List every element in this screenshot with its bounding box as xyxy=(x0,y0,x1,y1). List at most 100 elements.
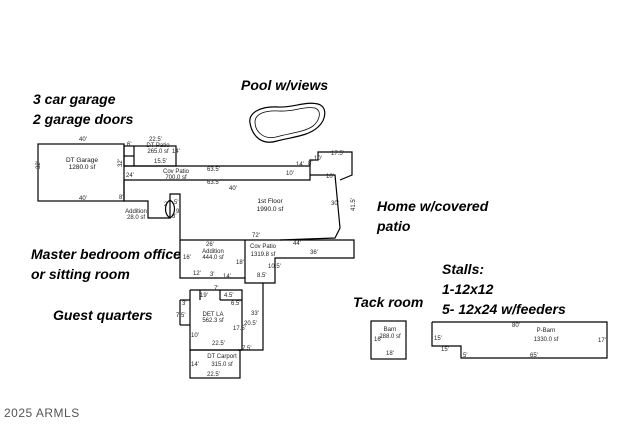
det-la-area: 562.3 sf xyxy=(202,318,224,324)
dim-label: 16' xyxy=(183,255,191,261)
garage-name: DT Garage xyxy=(66,157,98,164)
garage-annotation-line2: 2 garage doors xyxy=(33,111,134,127)
dim-label: 5' xyxy=(174,200,178,206)
pool-inner-shape xyxy=(254,107,320,138)
dim-label: 14' xyxy=(191,362,199,368)
carport-outline xyxy=(189,349,241,379)
home-annotation-line2: patio xyxy=(377,218,411,234)
carport-name: DT Carport xyxy=(207,354,237,360)
dimension-labels: 40' 40' 32' 32' 22.5' 6' 14' 63.5' 63.5'… xyxy=(36,137,606,378)
dim-label: 40' xyxy=(79,196,87,202)
dim-label: 63.5' xyxy=(207,167,220,173)
dim-label: 26' xyxy=(206,242,214,248)
dim-label: 14' xyxy=(296,162,304,168)
first-floor-name: 1st Floor xyxy=(257,198,283,205)
dim-label: 15' xyxy=(441,347,449,353)
pool-annotation: Pool w/views xyxy=(241,77,329,93)
cov-patio2-area: 1319.8 sf xyxy=(251,252,276,258)
barn-name: Barn xyxy=(384,327,397,333)
dim-label: 10' xyxy=(286,171,294,177)
dim-label: 30' xyxy=(331,201,339,207)
dim-label: 15.5' xyxy=(154,159,167,165)
dim-label: 6.5' xyxy=(231,301,241,307)
first-floor-area: 1990.0 sf xyxy=(257,206,284,213)
home-annotation: Home w/covered patio xyxy=(377,196,488,236)
pbarn-name: P-Barn xyxy=(537,328,556,334)
garage-outline xyxy=(37,143,125,202)
cov-patio-name: Cov Patio xyxy=(163,169,190,175)
dim-label: 9' xyxy=(176,209,180,215)
cov-patio-wing-outline xyxy=(238,239,355,351)
master-annotation: Master bedroom office or sitting room xyxy=(31,244,181,284)
barn-outline xyxy=(370,320,407,360)
dim-label: 5' xyxy=(463,353,467,359)
dim-label: 12' xyxy=(193,271,201,277)
dim-label: 22.5' xyxy=(212,341,225,347)
dim-label: 14' xyxy=(223,274,231,280)
dim-label: 80' xyxy=(512,323,520,329)
carport-area: 315.0 sf xyxy=(211,362,233,368)
addition-small-area: 28.0 sf xyxy=(127,215,145,221)
dim-label: 10' xyxy=(191,333,199,339)
garage-area: 1280.0 sf xyxy=(69,164,96,171)
dim-label: 22.5' xyxy=(149,137,162,143)
addition-name: Addition xyxy=(202,249,224,255)
det-la-name: DET LA xyxy=(203,312,224,318)
dim-label: 10.5' xyxy=(268,264,281,270)
dim-label: 18' xyxy=(386,351,394,357)
dim-label: 33' xyxy=(251,311,259,317)
dim-label: 36' xyxy=(310,250,318,256)
garage-annotation-line1: 3 car garage xyxy=(33,91,116,107)
watermark: 2025 ARMLS xyxy=(4,406,80,420)
dim-label: 7.5' xyxy=(176,313,186,319)
master-annotation-line2: or sitting room xyxy=(31,266,130,282)
stalls-annotation: Stalls: 1-12x12 5- 12x24 w/feeders xyxy=(442,259,566,319)
dim-label: 44' xyxy=(293,241,301,247)
dim-label: 17' xyxy=(598,338,606,344)
dim-label: 20.5' xyxy=(244,321,257,327)
dim-label: 40' xyxy=(79,137,87,143)
first-floor-ne-outline xyxy=(309,151,353,181)
dim-label: 10' xyxy=(314,156,322,162)
dim-label: 14' xyxy=(172,149,180,155)
first-floor-outline xyxy=(123,174,341,241)
stalls-annotation-line1: Stalls: xyxy=(442,261,485,277)
dt-patio-area: 265.0 sf xyxy=(147,149,169,155)
stalls-annotation-line2: 1-12x12 xyxy=(442,281,494,297)
dim-label: 6' xyxy=(127,142,131,148)
garage-annotation: 3 car garage 2 garage doors xyxy=(33,89,133,129)
dim-label: 7.5' xyxy=(242,346,252,352)
cov-patio2-name: Cov Patio xyxy=(250,244,277,250)
room-labels: DT Garage 1280.0 sf DT Patio 265.0 sf Co… xyxy=(66,143,559,368)
dim-label: 8.5' xyxy=(257,273,267,279)
pbarn-area: 1330.0 sf xyxy=(534,337,559,343)
addition-small-outline xyxy=(164,199,176,219)
addition-small-name: Addition xyxy=(125,209,147,215)
dim-label: 15' xyxy=(434,336,442,342)
pbarn-outline xyxy=(431,321,608,359)
dim-label: 2' xyxy=(164,202,168,208)
dim-label: 10' xyxy=(326,174,334,180)
dim-label: 22.5' xyxy=(207,372,220,378)
dim-label: 40' xyxy=(229,186,237,192)
master-annotation-line1: Master bedroom office xyxy=(31,246,181,262)
dim-label: 3' xyxy=(210,272,214,278)
dim-label: 8' xyxy=(119,195,123,201)
dim-label: 3' xyxy=(182,301,186,307)
stalls-annotation-line3: 5- 12x24 w/feeders xyxy=(442,301,566,317)
dim-label: 8' xyxy=(308,161,312,167)
dim-label: 19' xyxy=(200,293,208,299)
dim-label: 3' xyxy=(172,214,176,220)
dim-label: 24' xyxy=(126,173,134,179)
dim-label: 65' xyxy=(530,353,538,359)
dim-label: 32' xyxy=(118,159,124,167)
home-annotation-line1: Home w/covered xyxy=(377,198,489,214)
dim-label: 7' xyxy=(214,286,218,292)
dim-label: 16' xyxy=(374,337,382,343)
cov-patio-outline xyxy=(124,165,311,181)
det-la-outline xyxy=(189,289,243,351)
dim-label: 72' xyxy=(252,233,260,239)
dim-label: 17.5' xyxy=(233,326,246,332)
pool-shape xyxy=(249,102,326,143)
